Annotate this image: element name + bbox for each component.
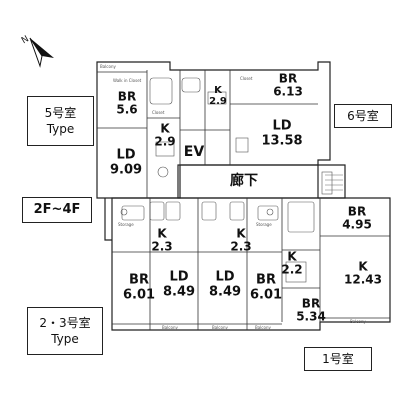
small-label: Storage <box>256 222 272 227</box>
small-label: Balcony <box>255 325 271 330</box>
room-label: BR 6.01 <box>250 273 282 302</box>
room-code: K <box>160 121 170 136</box>
room-code: BR <box>278 71 298 86</box>
unit-2-3-type: Type <box>51 332 79 346</box>
floors-text: 2F~4F <box>33 202 81 218</box>
floors-label: 2F~4F <box>22 197 92 223</box>
room-code: BR <box>117 89 137 104</box>
room-label: K 2.9 <box>154 121 176 150</box>
room-label: BR 6.13 <box>273 71 303 100</box>
room-area: 13.58 <box>261 133 303 148</box>
room-label: LD 13.58 <box>261 119 302 148</box>
unit-1-label: 1号室 <box>304 347 372 371</box>
room-code: K <box>157 226 167 241</box>
room-code: BR <box>301 296 321 311</box>
room-label: K 12.43 <box>344 259 382 288</box>
room-label: K 2.3 <box>151 226 173 255</box>
room-label: LD 8.49 <box>163 270 195 299</box>
room-area: 2.3 <box>151 240 173 254</box>
north-arrow-icon: N <box>20 34 54 68</box>
small-label: Closet <box>152 110 165 115</box>
room-area: 6.01 <box>249 287 283 302</box>
room-label: LD 9.09 <box>110 148 142 177</box>
unit-5-name: 5号室 <box>44 105 77 120</box>
room-area: 9.09 <box>109 162 143 177</box>
room-label: BR 6.01 <box>123 273 155 302</box>
room-area: 5.34 <box>296 310 326 324</box>
room-area: 2.2 <box>281 263 303 277</box>
room-area: 2.9 <box>154 135 176 149</box>
room-code: K <box>214 84 222 96</box>
small-label: Balcony <box>162 325 178 330</box>
room-label: 廊下 <box>230 173 258 190</box>
unit-5-label: 5号室 Type <box>27 96 94 146</box>
room-code: 廊下 <box>230 173 258 190</box>
room-code: K <box>358 259 368 274</box>
room-code: BR <box>347 204 367 219</box>
room-code: LD <box>116 147 136 163</box>
small-label: Walk in Closet <box>113 78 142 83</box>
unit-5-type: Type <box>46 122 75 136</box>
room-label: K 2.2 <box>281 249 303 278</box>
room-code: BR <box>256 272 276 288</box>
room-label: K 2.9 <box>209 85 227 107</box>
small-label: Closet <box>240 76 253 81</box>
room-label: BR 5.6 <box>116 89 138 118</box>
unit-6-name: 6号室 <box>347 108 379 123</box>
room-area: 2.9 <box>209 96 227 107</box>
small-label: Balcony <box>100 64 116 69</box>
svg-text:N: N <box>20 34 31 46</box>
room-label: BR 5.34 <box>296 296 326 325</box>
room-label: K 2.3 <box>230 226 252 255</box>
room-area: 8.49 <box>208 284 242 299</box>
room-area: 8.49 <box>162 284 196 299</box>
unit-2-3-name: 2・3号室 <box>39 315 91 330</box>
room-label: BR 4.95 <box>342 204 372 233</box>
room-label: EV <box>183 144 205 161</box>
room-area: 12.43 <box>344 273 382 287</box>
room-area: 2.3 <box>230 240 252 254</box>
unit-2-3-label: 2・3号室 Type <box>27 307 103 355</box>
room-area: 6.13 <box>273 85 303 99</box>
small-label: Storage <box>118 222 134 227</box>
room-code: LD <box>215 269 235 285</box>
room-code: K <box>287 249 297 264</box>
room-code: EV <box>183 144 205 161</box>
unit-1-name: 1号室 <box>322 351 354 366</box>
room-code: LD <box>169 269 189 285</box>
small-label: Balcony <box>212 325 228 330</box>
room-code: LD <box>272 118 292 134</box>
room-code: BR <box>129 272 149 288</box>
room-label: LD 8.49 <box>209 270 241 299</box>
room-area: 5.6 <box>116 103 138 117</box>
room-code: K <box>236 226 246 241</box>
small-label: Balcony <box>350 319 366 324</box>
room-area: 4.95 <box>342 218 372 232</box>
room-area: 6.01 <box>122 287 156 302</box>
unit-6-label: 6号室 <box>334 104 392 128</box>
